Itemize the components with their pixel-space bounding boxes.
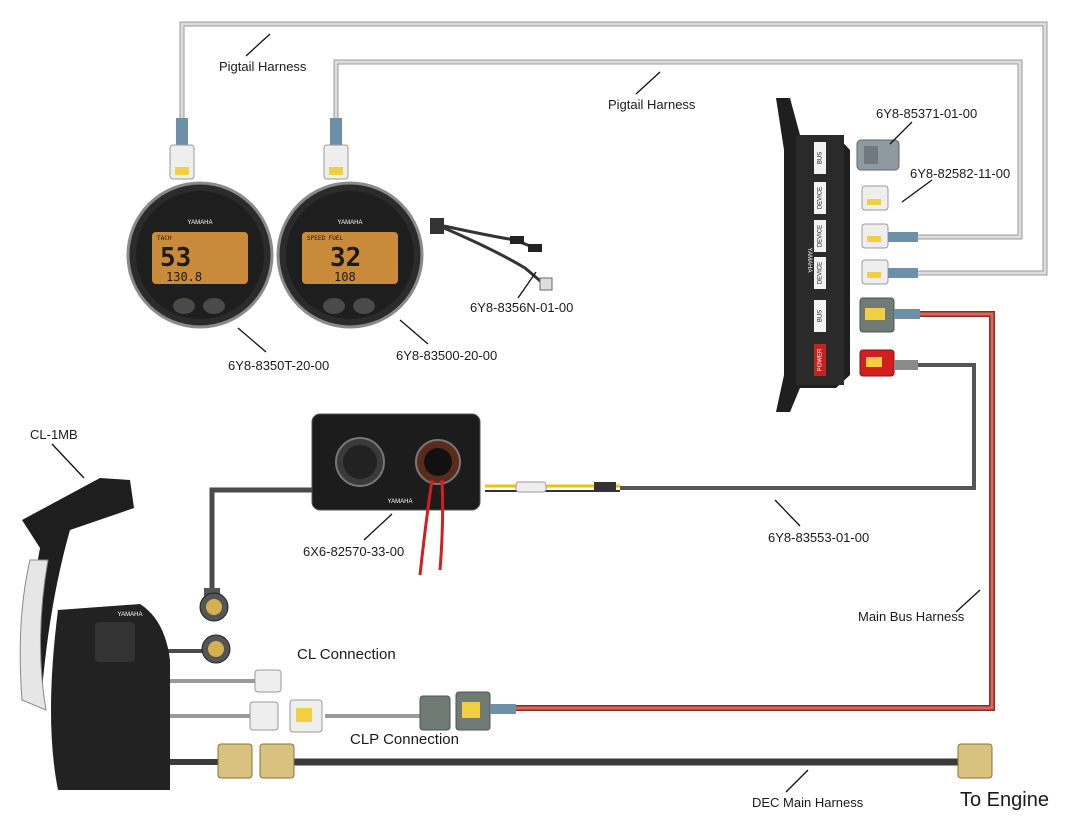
gauge-button: [203, 298, 225, 314]
bus-terminator-icon: [856, 139, 900, 171]
hub-ports: BUS DEVICE DEVICE DEVICE BUS POWER: [814, 142, 826, 376]
switch-lead: [209, 487, 312, 590]
label-dec-main-harness: DEC Main Harness: [752, 795, 864, 810]
tach-gauge: YAMAHA TACH 53 130.8: [126, 181, 274, 329]
gauge-brand: YAMAHA: [188, 220, 213, 226]
cl-round-connector-icon: [201, 634, 231, 664]
clp-connection-plug-icon: [249, 691, 516, 733]
device-connector-icon: [861, 223, 918, 249]
hub-port-label: BUS: [818, 152, 824, 164]
hub-port-label: BUS: [818, 310, 824, 322]
hub-port-label: DEVICE: [818, 262, 824, 284]
hub-port-badge: [814, 300, 826, 332]
device-connector-icon: [861, 259, 918, 285]
hub-port-badge: [814, 220, 826, 252]
tach-title: TACH: [157, 235, 172, 242]
dec-connector-icon: [217, 743, 993, 779]
pigtail-connector-icon: [323, 118, 349, 180]
label-pigtail-harness-1: Pigtail Harness: [219, 59, 307, 74]
switch-brand: YAMAHA: [388, 499, 413, 505]
switch-panel-icon: YAMAHA: [311, 413, 616, 576]
gauge-button: [323, 298, 345, 314]
gauge-button: [173, 298, 195, 314]
fuel-value: 108: [334, 270, 356, 284]
hub-port-badge: [814, 257, 826, 289]
control-brand: YAMAHA: [118, 612, 143, 618]
device-cap-icon: [861, 185, 889, 211]
label-to-engine: To Engine: [960, 789, 1049, 811]
label-cl-connection: CL Connection: [297, 646, 396, 663]
speed-fuel-gauge: YAMAHA SPEED FUEL 32 108: [276, 181, 424, 329]
gauge-brand: YAMAHA: [338, 220, 363, 226]
leader-lines: [51, 33, 981, 793]
speed-title: SPEED FUEL: [307, 235, 344, 242]
binnacle-control-icon: YAMAHA: [19, 478, 170, 790]
label-main-bus-harness: Main Bus Harness: [858, 609, 965, 624]
hub-icon: YAMAHA BUS DEVICE DEVICE DEVICE BUS POWER: [776, 98, 850, 412]
cl-connection-plug-icon: [254, 669, 282, 693]
label-6y8-8356n: 6Y8-8356N-01-00: [470, 300, 573, 315]
speed-value: 32: [330, 243, 361, 273]
hub-brand: YAMAHA: [806, 248, 812, 273]
tach-hours: 130.8: [166, 270, 202, 284]
label-6y8-82582: 6Y8-82582-11-00: [910, 166, 1010, 181]
hub-port-label: DEVICE: [818, 225, 824, 247]
label-6y8-83553: 6Y8-83553-01-00: [768, 530, 869, 545]
power-connector-icon: [859, 349, 918, 377]
gauge-button: [353, 298, 375, 314]
tach-rpm: 53: [160, 243, 191, 273]
hub-port-badge: [814, 142, 826, 174]
label-pigtail-harness-2: Pigtail Harness: [608, 97, 696, 112]
label-6y8-8350t: 6Y8-8350T-20-00: [228, 358, 329, 373]
bus-connector-icon: [859, 297, 920, 333]
label-clp-connection: CLP Connection: [350, 731, 459, 748]
hub-port-badge: [814, 182, 826, 214]
hub-port-label: DEVICE: [818, 187, 824, 209]
main-bus-harness: [515, 311, 995, 711]
y-harness-icon: [430, 218, 553, 291]
cl-round-connector-icon: [199, 588, 229, 622]
label-6x6-82570: 6X6-82570-33-00: [303, 544, 404, 559]
pigtail-harness-1: [179, 21, 1048, 276]
power-harness: [485, 363, 976, 492]
label-cl-1mb: CL-1MB: [30, 427, 78, 442]
hub-port-label: POWER: [818, 348, 824, 371]
pigtail-harness-2: [333, 59, 1023, 240]
label-6y8-85371: 6Y8-85371-01-00: [876, 106, 977, 121]
pigtail-connector-icon: [169, 118, 195, 180]
hub-port-badge: [814, 344, 826, 376]
label-6y8-83500: 6Y8-83500-20-00: [396, 348, 497, 363]
